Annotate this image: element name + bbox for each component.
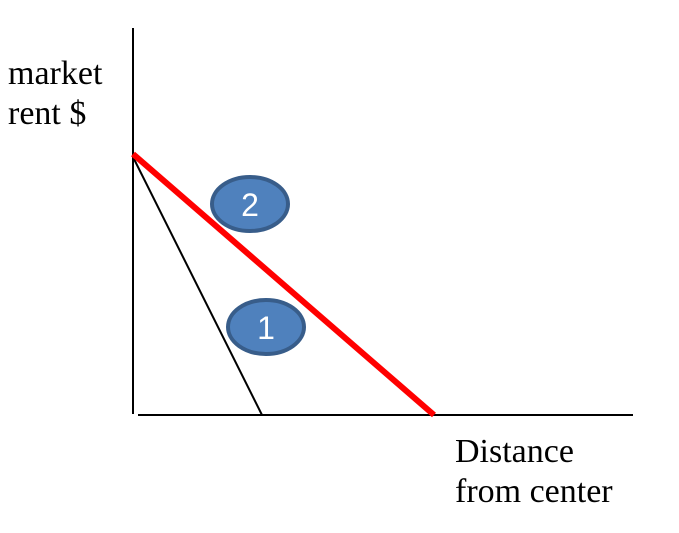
badge-2: 2: [210, 175, 290, 233]
rent-curve-shallow: [131, 151, 436, 418]
x-axis-label: Distance from center: [455, 432, 613, 512]
rent-curve-steep: [132, 156, 263, 416]
y-axis-label: market rent $: [8, 54, 102, 134]
badge-1: 1: [226, 298, 306, 356]
badge-1-label: 1: [257, 310, 275, 346]
y-axis-label-line2: rent $: [8, 95, 87, 132]
x-axis-label-line1: Distance: [455, 433, 574, 470]
x-axis-label-line2: from center: [455, 473, 613, 510]
badge-2-label: 2: [241, 187, 259, 223]
y-axis-label-line1: market: [8, 55, 103, 92]
